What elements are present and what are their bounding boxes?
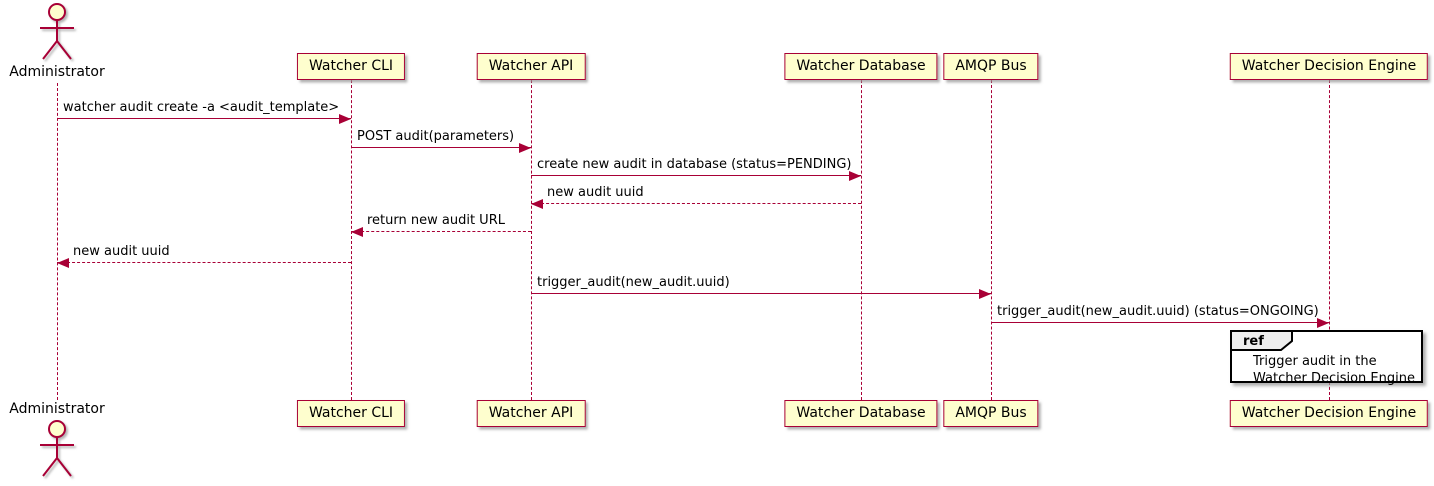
message-label-7: trigger_audit(new_audit.uuid) xyxy=(537,275,730,290)
lifeline-watcher-database xyxy=(861,80,862,400)
participant-top-amqp-bus: AMQP Bus xyxy=(943,53,1039,80)
message-line-5 xyxy=(351,231,531,232)
message-label-3: create new audit in database (status=PEN… xyxy=(537,157,852,172)
participant-bottom-amqp-bus: AMQP Bus xyxy=(943,400,1039,427)
message-line-8 xyxy=(991,322,1329,323)
participant-top-watcher-decision-engine: Watcher Decision Engine xyxy=(1229,53,1429,80)
ref-text-line-2: Watcher Decision Engine xyxy=(1253,371,1415,386)
message-line-4 xyxy=(531,203,861,204)
lifeline-watcher-api xyxy=(531,80,532,400)
ref-text-line-1: Trigger audit in the xyxy=(1253,354,1377,369)
arrowhead-icon xyxy=(519,143,531,153)
lifeline-administrator xyxy=(57,83,58,400)
arrowhead-icon xyxy=(531,199,543,209)
participant-top-watcher-database: Watcher Database xyxy=(784,53,938,80)
message-line-3 xyxy=(531,175,861,176)
message-label-6: new audit uuid xyxy=(73,244,170,259)
message-line-1 xyxy=(57,118,351,119)
message-line-2 xyxy=(351,147,531,148)
lifeline-watcher-cli xyxy=(351,80,352,400)
message-label-2: POST audit(parameters) xyxy=(357,129,515,144)
participant-bottom-watcher-cli: Watcher CLI xyxy=(296,400,406,427)
message-line-6 xyxy=(57,262,351,263)
message-label-1: watcher audit create -a <audit_template> xyxy=(63,100,340,115)
participant-bottom-watcher-decision-engine: Watcher Decision Engine xyxy=(1229,400,1429,427)
actor-stick-figure-icon xyxy=(29,2,85,62)
participant-bottom-watcher-database: Watcher Database xyxy=(784,400,938,427)
arrowhead-icon xyxy=(1317,318,1329,328)
arrowhead-icon xyxy=(351,227,363,237)
arrowhead-icon xyxy=(57,258,69,268)
message-label-4: new audit uuid xyxy=(547,185,644,200)
arrowhead-icon xyxy=(979,289,991,299)
lifeline-watcher-decision-engine xyxy=(1329,80,1330,400)
ref-keyword: ref xyxy=(1243,334,1264,349)
message-label-5: return new audit URL xyxy=(367,213,505,228)
arrowhead-icon xyxy=(339,114,351,124)
participant-top-watcher-api: Watcher API xyxy=(476,53,586,80)
participant-top-watcher-cli: Watcher CLI xyxy=(296,53,406,80)
actor-name-top-administrator: Administrator xyxy=(9,64,105,80)
arrowhead-icon xyxy=(849,171,861,181)
participant-bottom-watcher-api: Watcher API xyxy=(476,400,586,427)
ref-fragment: ref Trigger audit in the Watcher Decisio… xyxy=(1230,330,1423,386)
actor-stick-figure-icon xyxy=(29,419,85,479)
ref-text: Trigger audit in the Watcher Decision En… xyxy=(1253,353,1421,387)
lifeline-amqp-bus xyxy=(991,80,992,400)
ref-tab-shape-icon xyxy=(1230,330,1293,351)
message-line-7 xyxy=(531,293,991,294)
actor-name-bottom-administrator: Administrator xyxy=(9,401,105,417)
message-label-8: trigger_audit(new_audit.uuid) (status=ON… xyxy=(997,304,1319,319)
